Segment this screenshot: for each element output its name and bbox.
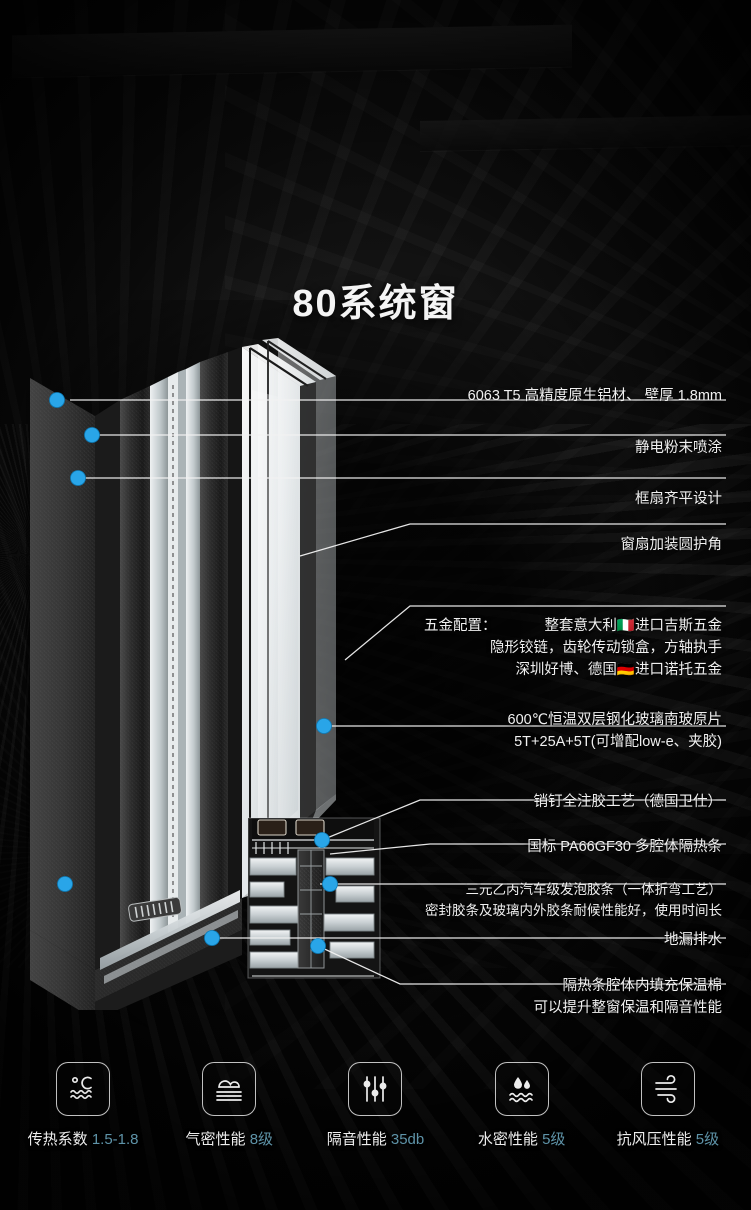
annotation-pin-injection-process: 销钉全注胶工艺（德国卫仕） [533,794,723,810]
hardware-config-label: 五金配置： [424,618,497,634]
watertightness-icon [494,1062,549,1116]
hardware-config-line2: 隐形铰链，齿轮传动锁盒，方轴执手 [490,640,722,657]
stat-thermal: 传热系数 1.5-1.8 [14,1062,152,1149]
stat-water-value: 5级 [542,1131,566,1148]
thermal-transmittance-icon [56,1062,111,1116]
annotation-aluminum-profile: 6063 T5 高精度原生铝材、 壁厚 1.8mm [467,388,722,404]
airtightness-icon [202,1062,257,1116]
insulation-line1: 隔热条腔体内填充保温棉 [562,978,723,994]
stat-wind-label: 抗风压性能 5级 [616,1131,720,1148]
annotation-hardware-config: 五金配置： 整套意大利🇮🇹进口吉斯五金 隐形铰链，齿轮传动锁盒，方轴执手 深圳好… [424,615,722,681]
annotation-epdm-seal-strip: 三元乙丙汽车级发泡胶条（一体折弯工艺） 密封胶条及玻璃内外胶条耐候性能好，使用时… [398,880,722,921]
annotation-flush-frame-design: 框扇齐平设计 [635,491,722,507]
profile-cross-section [247,817,381,979]
stat-thermal-label: 传热系数 1.5-1.8 [27,1131,139,1148]
stat-air-value: 8级 [249,1131,274,1148]
stat-sound-label: 隔音性能 35db [326,1131,425,1148]
stat-wind: 抗风压性能 5级 [599,1062,737,1149]
seal-line1: 三元乙丙汽车级发泡胶条（一体折弯工艺） [465,882,723,897]
glass-line1: 600℃恒温双层钢化玻璃南玻原片 [507,712,722,728]
performance-stats-bar: 传热系数 1.5-1.8 气密性能 8级 [0,1040,751,1210]
stat-air-label: 气密性能 8级 [185,1131,274,1148]
stat-water: 水密性能 5级 [453,1062,591,1149]
stat-wind-value: 5级 [695,1131,720,1148]
hardware-config-line1: 整套意大利🇮🇹进口吉斯五金 [544,618,722,634]
stat-air: 气密性能 8级 [160,1062,298,1149]
window-cutaway-illustration [30,338,381,1010]
page-title: 80系统窗 [292,283,459,325]
stat-sound-value: 35db [390,1131,425,1148]
stat-thermal-value: 1.5-1.8 [91,1131,139,1148]
annotation-glass-specification: 600℃恒温双层钢化玻璃南玻原片 5T+25A+5T(可增配low-e、夹胶) [430,709,722,753]
annotation-cavity-insulation: 隔热条腔体内填充保温棉 可以提升整窗保温和隔音性能 [420,975,723,1019]
annotation-powder-coating: 静电粉末喷涂 [635,440,722,456]
annotation-floor-drain: 地漏排水 [664,932,722,948]
glass-line2: 5T+25A+5T(可增配low-e、夹胶) [514,734,722,751]
annotation-sash-corner-guard: 窗扇加装圆护角 [620,537,723,553]
drain-vent-detail [128,896,182,922]
wind-resistance-icon [640,1062,695,1116]
annotation-thermal-break-strip: 国标 PA66GF30 多腔体隔热条 [527,839,722,855]
seal-line2: 密封胶条及玻璃内外胶条耐候性能好，使用时间长 [425,902,722,918]
stat-water-label: 水密性能 5级 [477,1131,566,1148]
sound-insulation-icon [348,1062,403,1116]
stat-sound: 隔音性能 35db [306,1062,444,1149]
insulation-line2: 可以提升整窗保温和隔音性能 [533,1000,723,1017]
hardware-config-line3: 深圳好博、德国🇩🇪进口诺托五金 [515,662,722,679]
